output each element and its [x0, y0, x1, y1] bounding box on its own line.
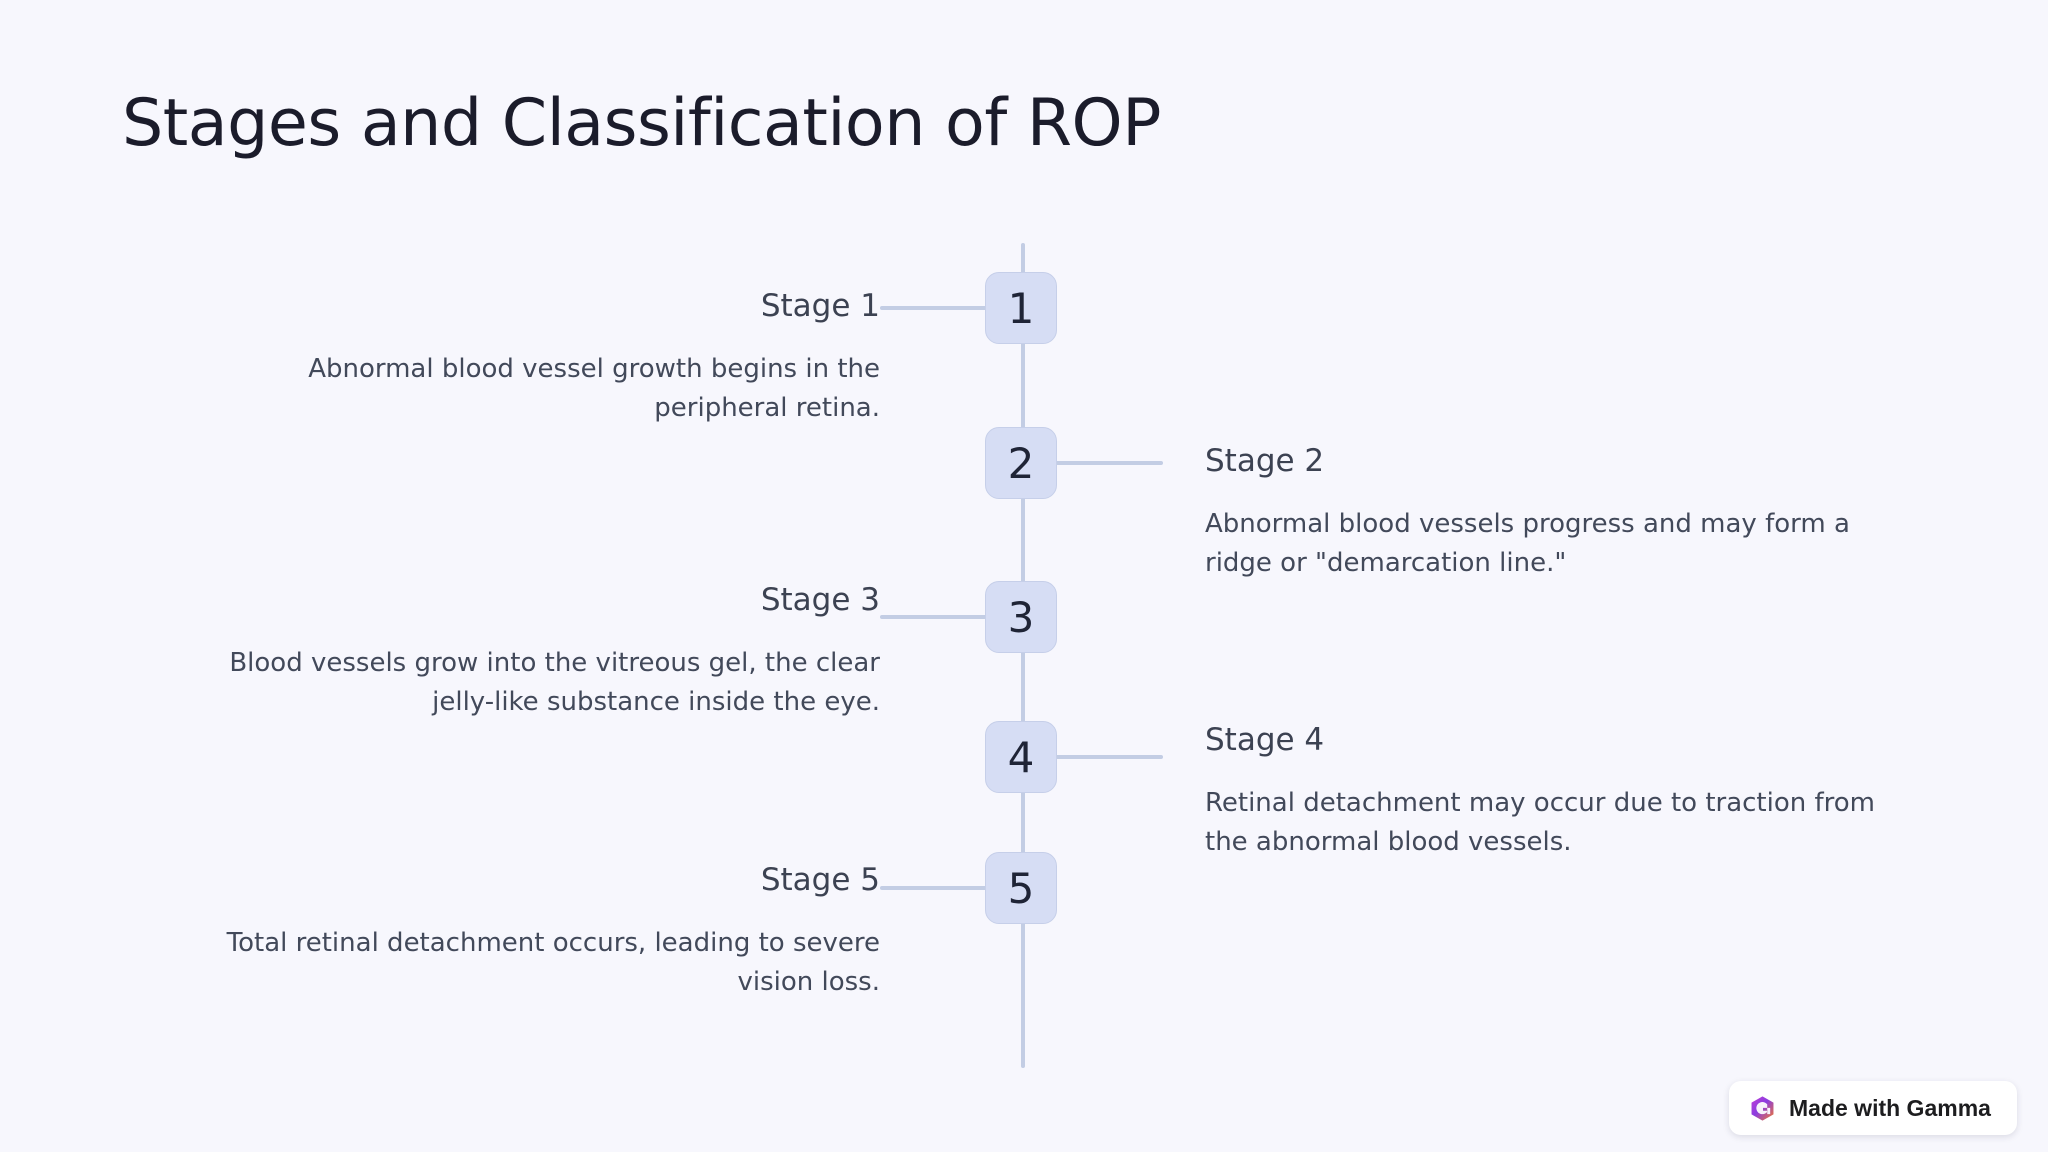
timeline-spine-line: [1021, 243, 1025, 1068]
stage-entry-1: Stage 1 Abnormal blood vessel growth beg…: [168, 287, 880, 429]
connector-line-stage-4: [1055, 755, 1163, 759]
connector-line-stage-5: [880, 886, 988, 890]
timeline-node-2[interactable]: 2: [985, 427, 1057, 499]
timeline-node-3[interactable]: 3: [985, 581, 1057, 653]
made-with-gamma-badge[interactable]: Made with Gamma: [1729, 1081, 2017, 1135]
timeline-node-1[interactable]: 1: [985, 272, 1057, 344]
gamma-badge-label: Made with Gamma: [1789, 1094, 1991, 1121]
stage-description-1: Abnormal blood vessel growth begins in t…: [308, 353, 880, 424]
stage-title-1: Stage 1: [760, 288, 880, 324]
stage-title-5: Stage 5: [760, 862, 880, 898]
stage-title-3: Stage 3: [760, 582, 880, 618]
connector-line-stage-1: [880, 306, 988, 310]
stage-description-5: Total retinal detachment occurs, leading…: [226, 927, 880, 998]
stage-entry-5: Stage 5 Total retinal detachment occurs,…: [168, 861, 880, 1003]
stage-entry-3: Stage 3 Blood vessels grow into the vitr…: [168, 581, 880, 723]
stage-entry-2: Stage 2 Abnormal blood vessels progress …: [1205, 442, 1917, 584]
connector-line-stage-2: [1055, 461, 1163, 465]
stage-description-4: Retinal detachment may occur due to trac…: [1205, 787, 1876, 858]
stage-title-4: Stage 4: [1205, 722, 1325, 758]
connector-line-stage-3: [880, 615, 988, 619]
stage-title-2: Stage 2: [1205, 443, 1325, 479]
page-title: Stages and Classification of ROP: [122, 86, 1161, 161]
stage-description-3: Blood vessels grow into the vitreous gel…: [229, 647, 880, 718]
timeline-node-4[interactable]: 4: [985, 721, 1057, 793]
timeline-node-5[interactable]: 5: [985, 852, 1057, 924]
stage-description-2: Abnormal blood vessels progress and may …: [1205, 508, 1850, 579]
gamma-hexagon-logo-icon: [1751, 1095, 1774, 1121]
stage-entry-4: Stage 4 Retinal detachment may occur due…: [1205, 721, 1917, 863]
